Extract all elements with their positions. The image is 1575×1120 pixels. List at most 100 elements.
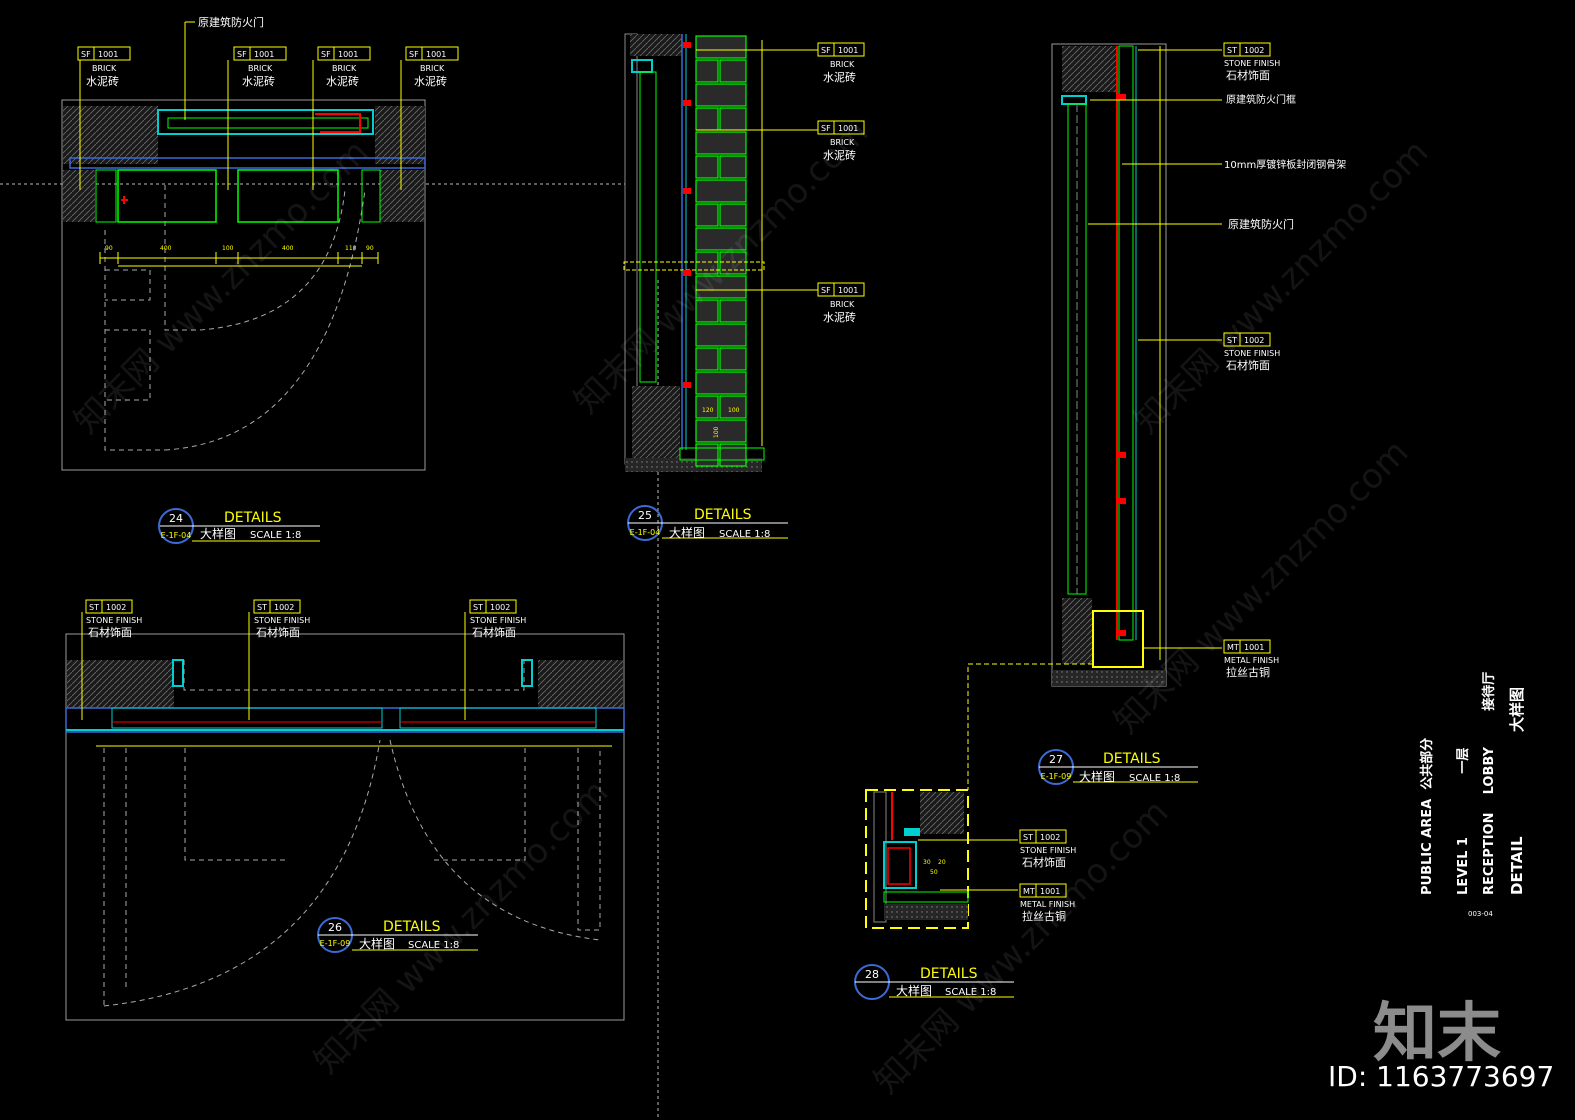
svg-text:1001: 1001 (1040, 887, 1060, 896)
tag-stone-26b: ST 1002 STONE FINISH 石材饰面 (253, 599, 310, 639)
svg-text:SF: SF (321, 50, 331, 59)
tag-brick-24a: SF 1001 BRICK 水泥砖 (77, 46, 131, 88)
tag-stone-27b: ST 1002 STONE FINISH 石材饰面 (1223, 332, 1280, 372)
svg-text:BRICK: BRICK (420, 64, 445, 73)
svg-text:STONE FINISH: STONE FINISH (1020, 846, 1076, 855)
svg-text:DETAILS: DETAILS (224, 510, 282, 526)
svg-text:水泥砖: 水泥砖 (823, 148, 856, 162)
detail-27-leaders (1088, 49, 1222, 649)
note-steel-frame: 10mm厚镀锌板封闭钢骨架 (1224, 158, 1346, 171)
note-fire-door-24: 原建筑防火门 (198, 15, 264, 29)
detail-title-26: 26 E-1F-09 DETAILS 大样图 SCALE 1:8 (317, 917, 478, 953)
svg-text:水泥砖: 水泥砖 (823, 70, 856, 84)
svg-text:27: 27 (1049, 753, 1063, 766)
svg-text:BRICK: BRICK (830, 138, 855, 147)
svg-text:E-1F-04: E-1F-04 (161, 531, 192, 540)
brick-unit (719, 251, 747, 275)
tag-brick-25a: SF 1001 BRICK 水泥砖 (817, 42, 865, 84)
detail-title-27: 27 E-1F-09 DETAILS 大样图 SCALE 1:8 (1038, 749, 1198, 785)
svg-text:石材饰面: 石材饰面 (88, 625, 132, 639)
svg-text:SF: SF (821, 124, 831, 133)
tag-stone-26c: ST 1002 STONE FINISH 石材饰面 (469, 599, 526, 639)
tag-brick-24d: SF 1001 BRICK 水泥砖 (405, 46, 459, 88)
detail-24-leaders (79, 21, 402, 190)
brick-unit (695, 323, 747, 347)
svg-text:ST: ST (1227, 336, 1237, 345)
svg-text:大样图: 大样图 (200, 526, 236, 541)
svg-text:大样图: 大样图 (359, 936, 395, 951)
detail-26-leaders (81, 612, 466, 720)
brick-unit (695, 299, 719, 323)
sheet-number: 003-04 (1468, 910, 1493, 918)
svg-text:DETAILS: DETAILS (694, 507, 752, 523)
svg-text:50: 50 (930, 869, 938, 876)
svg-text:METAL FINISH: METAL FINISH (1224, 656, 1279, 665)
svg-text:MT: MT (1227, 643, 1239, 652)
svg-text:水泥砖: 水泥砖 (823, 310, 856, 324)
brick-unit (719, 395, 747, 419)
titleblock-area: PUBLIC AREA 公共部分 (1420, 737, 1435, 895)
svg-text:大样图: 大样图 (669, 525, 705, 540)
brick-unit (695, 59, 719, 83)
svg-text:SCALE 1:8: SCALE 1:8 (1129, 773, 1180, 784)
svg-text:1002: 1002 (1244, 336, 1264, 345)
note-fire-door-27: 原建筑防火门 (1228, 217, 1294, 231)
brick-unit (695, 443, 719, 467)
svg-text:大样图: 大样图 (896, 983, 932, 998)
detail-27-drawing (1051, 43, 1167, 687)
brick-unit (695, 83, 747, 107)
svg-text:STONE FINISH: STONE FINISH (254, 616, 310, 625)
detail-25-red-marks (683, 42, 691, 388)
svg-text:SCALE 1:8: SCALE 1:8 (945, 987, 996, 998)
svg-text:1001: 1001 (838, 286, 858, 295)
svg-text:28: 28 (865, 968, 879, 981)
brick-unit (719, 443, 747, 467)
svg-text:DETAILS: DETAILS (920, 966, 978, 982)
brick-unit (719, 107, 747, 131)
svg-text:STONE FINISH: STONE FINISH (1224, 349, 1280, 358)
svg-text:ST: ST (257, 603, 267, 612)
brick-unit (695, 131, 747, 155)
detail-title-25: 25 E-1F-04 DETAILS 大样图 SCALE 1:8 (627, 505, 788, 541)
brick-unit (695, 107, 719, 131)
svg-text:METAL FINISH: METAL FINISH (1020, 900, 1075, 909)
svg-text:水泥砖: 水泥砖 (86, 74, 119, 88)
tag-brick-25c: SF 1001 BRICK 水泥砖 (817, 282, 865, 324)
detail-25-drawing (623, 33, 765, 472)
detail-title-24: 24 E-1F-04 DETAILS 大样图 SCALE 1:8 (158, 508, 320, 544)
detail-28-drawing (865, 789, 1018, 929)
svg-text:24: 24 (169, 512, 183, 525)
svg-text:石材饰面: 石材饰面 (472, 625, 516, 639)
svg-text:BRICK: BRICK (92, 64, 117, 73)
svg-text:石材饰面: 石材饰面 (1022, 855, 1066, 869)
brick-unit (719, 203, 747, 227)
svg-text:SF: SF (81, 50, 91, 59)
svg-text:400: 400 (282, 245, 294, 252)
svg-text:1001: 1001 (426, 50, 446, 59)
svg-text:BRICK: BRICK (248, 64, 273, 73)
tag-stone-27a: ST 1002 STONE FINISH 石材饰面 (1223, 42, 1280, 82)
svg-text:1002: 1002 (274, 603, 294, 612)
svg-text:1002: 1002 (1244, 46, 1264, 55)
svg-text:20: 20 (938, 859, 946, 866)
svg-text:1002: 1002 (106, 603, 126, 612)
svg-text:E-1F-09: E-1F-09 (320, 939, 351, 948)
svg-text:ST: ST (1023, 833, 1033, 842)
svg-text:ST: ST (89, 603, 99, 612)
detail-25-leaders (696, 49, 818, 291)
svg-text:120: 120 (702, 407, 714, 414)
svg-text:30: 30 (923, 859, 931, 866)
titleblock-level: LEVEL 1 一层 (1456, 747, 1471, 895)
brick-unit (695, 419, 747, 443)
svg-text:90: 90 (366, 245, 374, 252)
svg-text:1001: 1001 (254, 50, 274, 59)
svg-text:SCALE 1:8: SCALE 1:8 (250, 530, 301, 541)
image-id: ID: 1163773697 (1328, 1060, 1555, 1093)
brick-unit (695, 395, 719, 419)
svg-text:E-1F-04: E-1F-04 (630, 528, 661, 537)
svg-text:SCALE 1:8: SCALE 1:8 (719, 529, 770, 540)
tag-stone-28: ST 1002 STONE FINISH 石材饰面 (1019, 829, 1076, 869)
svg-text:拉丝古铜: 拉丝古铜 (1226, 665, 1270, 679)
brick-unit (695, 203, 719, 227)
